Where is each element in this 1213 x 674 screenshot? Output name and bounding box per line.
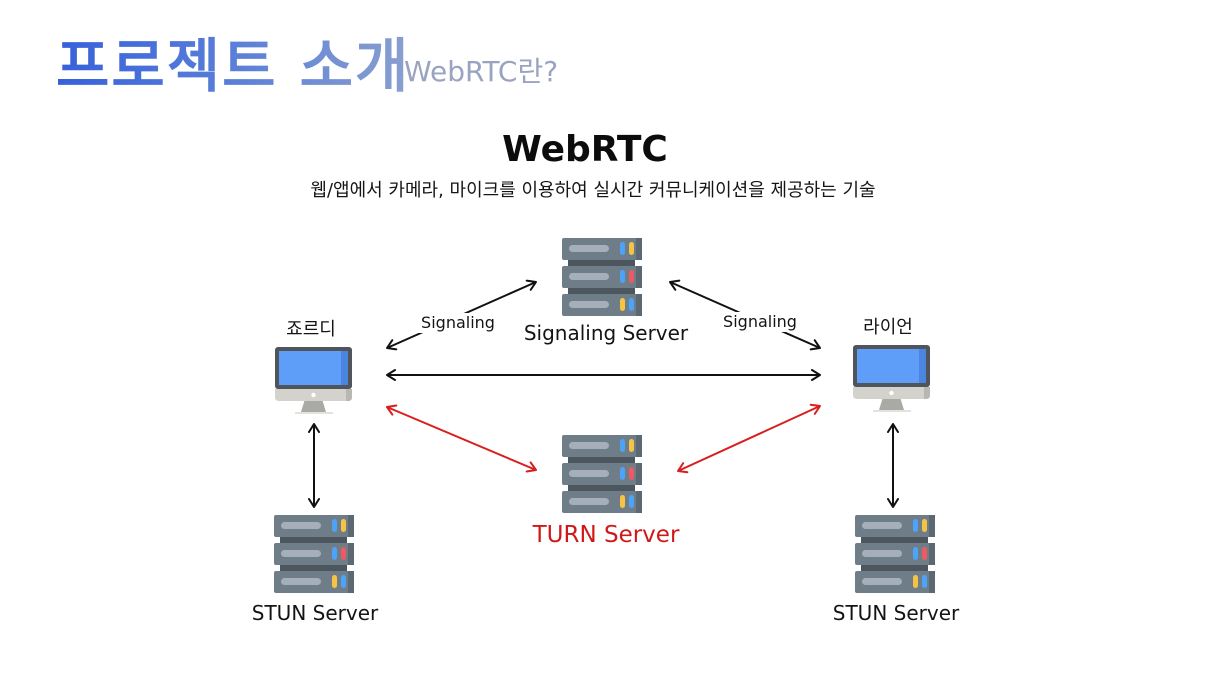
stun-server-left-icon [274, 515, 354, 593]
page-title: 프로젝트 소개 [56, 32, 411, 100]
stun-server-right-icon [855, 515, 935, 593]
diagram-description: 웹/앱에서 카메라, 마이크를 이용하여 실시간 커뮤니케이션을 제공하는 기술 [310, 180, 876, 201]
turn-arrow-right [677, 403, 821, 474]
signaling-server-label: Signaling Server [523, 321, 689, 345]
monitor-right-icon [853, 345, 930, 412]
turn-arrow-left [386, 404, 537, 473]
stun-server-right-label: STUN Server [832, 601, 960, 625]
signaling-edge-right-label: Signaling [720, 312, 800, 332]
signaling-server-icon [562, 238, 642, 316]
page-subtitle: WebRTC란? [404, 55, 559, 88]
peer-left-label: 죠르디 [286, 319, 336, 340]
turn-server-label: TURN Server [532, 522, 680, 548]
signaling-edge-left-label: Signaling [418, 313, 498, 333]
turn-server-icon [562, 435, 642, 513]
stun-server-left-label: STUN Server [251, 601, 379, 625]
peer-right-label: 라이언 [863, 317, 913, 338]
diagram-title: WebRTC [502, 129, 668, 170]
monitor-left-icon [275, 347, 352, 414]
